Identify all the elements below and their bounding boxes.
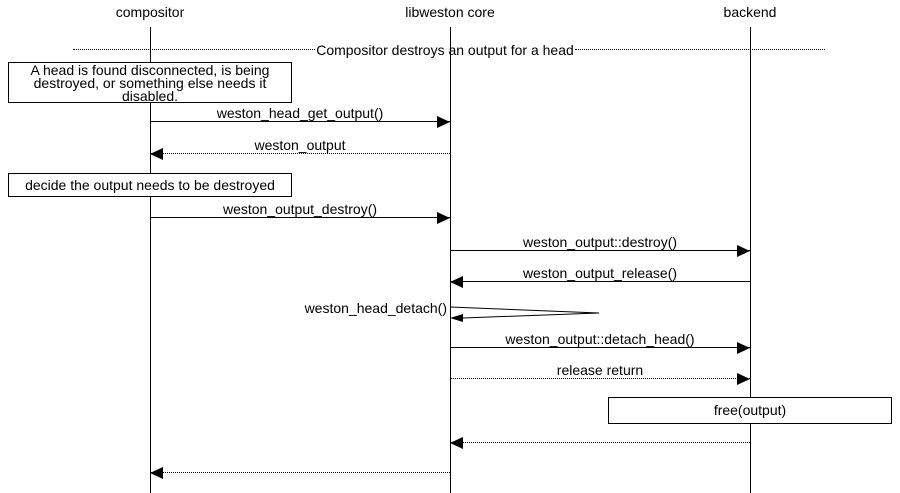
arrowhead-left-icon xyxy=(150,148,163,160)
message-line-detach-head xyxy=(450,347,750,348)
message-line-release-return xyxy=(450,378,750,379)
message-label-release-return: release return xyxy=(556,362,644,378)
arrowhead-right-icon xyxy=(437,116,450,128)
message-line-backend-destroy xyxy=(450,250,750,251)
lifeline-backend xyxy=(750,27,751,493)
self-message-loop-icon xyxy=(450,306,600,322)
message-line-output-destroy xyxy=(150,217,450,218)
divider-label: Compositor destroys an output for a head xyxy=(316,42,574,58)
message-label-backend-destroy: weston_output::destroy() xyxy=(522,234,678,250)
participant-label-backend: backend xyxy=(723,4,777,20)
message-line-backend-return xyxy=(450,442,750,443)
participant-label-libweston-core: libweston core xyxy=(405,4,495,20)
arrowhead-left-icon xyxy=(450,276,463,288)
note-decide-destroy: decide the output needs to be destroyed xyxy=(8,173,292,197)
message-label-output-destroy: weston_output_destroy() xyxy=(222,201,378,217)
note-head-disconnected: A head is found disconnected, is being d… xyxy=(8,62,292,103)
participant-label-compositor: compositor xyxy=(115,4,185,20)
note-line: decide the output needs to be destroyed xyxy=(25,177,275,193)
arrowhead-left-icon xyxy=(150,467,163,479)
arrowhead-right-icon xyxy=(737,342,750,354)
message-label-weston-output: weston_output xyxy=(254,137,346,153)
message-label-detach-head: weston_output::detach_head() xyxy=(505,331,695,347)
lifeline-compositor xyxy=(150,27,151,493)
note-line: A head is found disconnected, is being xyxy=(30,62,270,78)
divider-line-right xyxy=(575,49,825,50)
lifeline-libweston-core xyxy=(450,27,451,493)
message-line-weston-output xyxy=(150,153,450,154)
note-line: disabled. xyxy=(121,88,179,103)
message-label-head-get-output: weston_head_get_output() xyxy=(216,105,384,121)
message-label-output-release: weston_output_release() xyxy=(522,265,678,281)
note-free-output: free(output) xyxy=(608,397,892,424)
message-line-compositor-return xyxy=(150,472,450,473)
message-line-head-get-output xyxy=(150,121,450,122)
note-line: destroyed, or something else needs it xyxy=(33,75,267,91)
note-line: free(output) xyxy=(713,402,787,418)
arrowhead-left-icon xyxy=(450,437,463,449)
arrowhead-right-icon xyxy=(737,245,750,257)
divider-line-left xyxy=(73,49,315,50)
arrowhead-right-icon xyxy=(437,212,450,224)
message-line-output-release xyxy=(450,281,750,282)
message-label-head-detach: weston_head_detach() xyxy=(304,300,447,316)
arrowhead-right-icon xyxy=(737,373,750,385)
